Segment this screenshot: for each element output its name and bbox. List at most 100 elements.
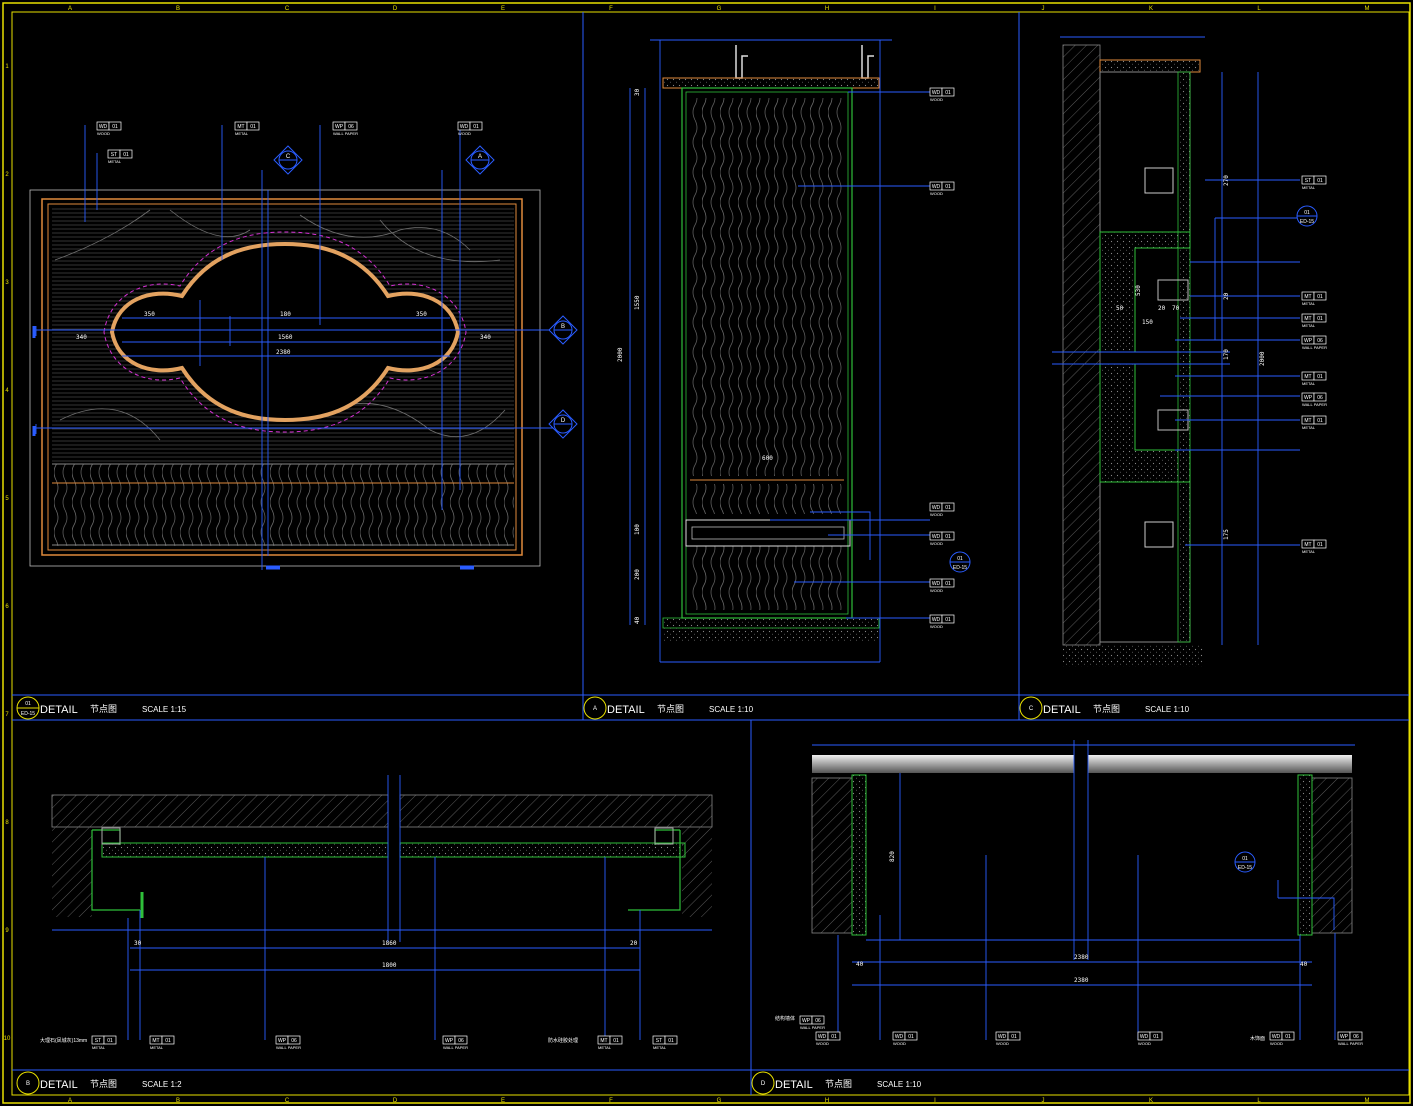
svg-text:METAL: METAL [1302, 381, 1316, 386]
title-name: 节点图 [825, 1079, 852, 1089]
svg-text:WD: WD [932, 184, 941, 190]
svg-text:WOOD: WOOD [1270, 1041, 1283, 1046]
callout-panel3: 01 ED-15 [1296, 205, 1318, 227]
svg-text:06: 06 [458, 1038, 464, 1044]
svg-text:WOOD: WOOD [458, 131, 471, 136]
svg-text:40: 40 [634, 616, 641, 624]
svg-text:WALL PAPER: WALL PAPER [443, 1045, 468, 1050]
title-scale: SCALE 1:10 [1145, 705, 1190, 714]
svg-text:WP: WP [1340, 1034, 1349, 1040]
svg-text:01: 01 [831, 1034, 837, 1040]
title-name: 节点图 [90, 1079, 117, 1089]
title-scale: SCALE 1:10 [877, 1080, 922, 1089]
svg-text:MT: MT [1304, 418, 1311, 424]
svg-text:ST: ST [95, 1038, 101, 1044]
grid-label-bottom: I [934, 1098, 936, 1104]
svg-text:WOOD: WOOD [930, 541, 943, 546]
svg-text:01: 01 [945, 184, 951, 190]
grid-label-top: J [1042, 6, 1045, 12]
svg-text:820: 820 [889, 851, 896, 862]
title-name: 节点图 [1093, 704, 1120, 714]
grid-label-top: G [717, 6, 722, 12]
svg-text:WP: WP [1304, 338, 1313, 344]
svg-text:01: 01 [908, 1034, 914, 1040]
svg-text:大理石(凤城灰)13mm: 大理石(凤城灰)13mm [40, 1037, 87, 1044]
svg-text:WALL PAPER: WALL PAPER [800, 1025, 825, 1030]
title-scale: SCALE 1:2 [142, 1080, 182, 1089]
svg-text:WOOD: WOOD [930, 512, 943, 517]
grid-label-top: C [285, 6, 290, 12]
title-scale: SCALE 1:15 [142, 705, 187, 714]
grid-label-bottom: M [1365, 1098, 1370, 1104]
grid-label-top: B [176, 6, 180, 12]
svg-text:30: 30 [634, 88, 641, 96]
svg-text:06: 06 [1353, 1034, 1359, 1040]
svg-text:METAL: METAL [235, 131, 249, 136]
panel-1-elevation: 350 180 350 340 1560 340 2380 C A [29, 125, 578, 570]
grid-label-side: 5 [5, 496, 9, 502]
dim-height: 2000 [617, 347, 624, 362]
svg-text:METAL: METAL [598, 1045, 612, 1050]
svg-text:C: C [1029, 706, 1034, 712]
svg-text:WOOD: WOOD [930, 191, 943, 196]
svg-text:530: 530 [1135, 285, 1142, 296]
svg-text:01: 01 [1317, 178, 1323, 184]
panel-4-plan: 30 1860 1800 20 大理石(凤城灰)13mm 防水硅胶处理 [40, 775, 713, 1044]
panel-3-section: 01 ED-15 270 2000 170 175 50 20 70 150 5… [1052, 36, 1318, 667]
svg-text:WD: WD [460, 124, 469, 130]
svg-text:01: 01 [945, 617, 951, 623]
grid-label-top: A [68, 6, 72, 12]
svg-text:70: 70 [1172, 305, 1180, 312]
svg-text:2380: 2380 [1074, 977, 1089, 984]
svg-text:ST: ST [656, 1038, 662, 1044]
dim-mid-top: 180 [280, 311, 291, 318]
svg-text:01: 01 [1285, 1034, 1291, 1040]
svg-text:WP: WP [335, 124, 344, 130]
title-word: DETAIL [775, 1079, 813, 1091]
svg-text:01: 01 [1317, 294, 1323, 300]
svg-text:WD: WD [932, 90, 941, 96]
svg-text:WOOD: WOOD [816, 1041, 829, 1046]
dim-left-top: 350 [144, 311, 155, 318]
svg-text:40: 40 [1300, 961, 1308, 968]
svg-text:200: 200 [634, 569, 641, 580]
svg-text:METAL: METAL [108, 159, 122, 164]
title-word: DETAIL [40, 704, 78, 716]
title-name: 节点图 [657, 704, 684, 714]
svg-text:06: 06 [1317, 338, 1323, 344]
svg-text:防水硅胶处理: 防水硅胶处理 [548, 1037, 578, 1044]
dim-left-mid: 340 [76, 334, 87, 341]
svg-text:WOOD: WOOD [893, 1041, 906, 1046]
grid-label-bottom: H [825, 1098, 829, 1104]
svg-text:MT: MT [1304, 542, 1311, 548]
callout-panel2: 01 ED-15 [949, 551, 971, 573]
svg-text:ST: ST [111, 152, 117, 158]
svg-text:B: B [26, 1081, 30, 1087]
grid-label-bottom: J [1042, 1098, 1045, 1104]
grid-label-bottom: E [501, 1098, 505, 1104]
svg-text:WOOD: WOOD [930, 624, 943, 629]
section-marker-a: A [465, 145, 495, 175]
svg-text:01: 01 [165, 1038, 171, 1044]
svg-text:01: 01 [668, 1038, 674, 1044]
grid-label-side: 10 [4, 1036, 11, 1042]
svg-text:WOOD: WOOD [996, 1041, 1009, 1046]
